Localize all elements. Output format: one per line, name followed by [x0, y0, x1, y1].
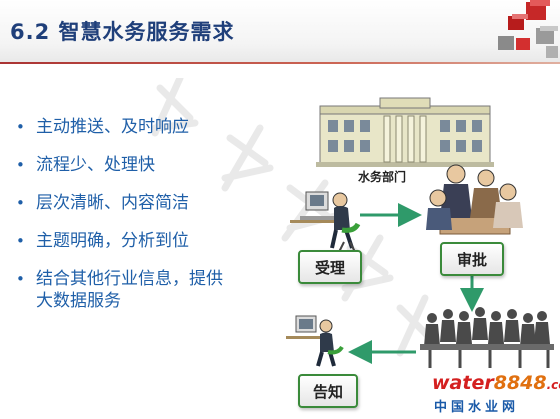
bullet-item: • 主动推送、及时响应: [14, 116, 223, 138]
page-title: 6.2 智慧水务服务需求: [10, 20, 235, 44]
bullet-text: 主题明确，分析到位: [36, 231, 189, 251]
bullet-dot-icon: •: [16, 270, 25, 288]
bullet-list: • 主动推送、及时响应 • 流程少、处理快 • 层次清晰、内容简洁 • 主题明确…: [14, 116, 223, 328]
bullet-item: • 主题明确，分析到位: [14, 230, 223, 252]
bullet-dot-icon: •: [16, 232, 25, 250]
title-bar: 6.2 智慧水务服务需求: [0, 0, 560, 62]
government-building-icon: [316, 97, 494, 167]
title-divider: [0, 62, 560, 64]
cubes-decoration-icon: [498, 0, 558, 58]
staff-crowd-icon: [420, 307, 554, 368]
department-label: 水务部门: [358, 170, 407, 184]
bullet-dot-icon: •: [16, 194, 25, 212]
water8848-logo: water8848.com 中国水业网: [432, 372, 560, 419]
bullet-text: 流程少、处理快: [36, 155, 155, 175]
notify-computer-icon: [286, 315, 344, 367]
bullet-text: 主动推送、及时响应: [36, 117, 189, 137]
notify-box: 告知: [298, 374, 358, 408]
bullet-dot-icon: •: [16, 156, 25, 174]
approve-box: 审批: [440, 242, 504, 276]
bullet-text: 层次清晰、内容简洁: [36, 193, 189, 213]
bullet-text: 结合其他行业信息，提供: [36, 269, 223, 289]
approval-group-icon: [426, 164, 523, 235]
accept-box: 受理: [298, 250, 362, 284]
logo-wordmark: water8848.com: [432, 372, 560, 394]
bullet-text-continued: 大数据服务: [36, 291, 121, 311]
bullet-item: • 流程少、处理快: [14, 154, 223, 176]
bullet-dot-icon: •: [16, 118, 25, 136]
workflow-diagram: 水务部门 受理 审批 告知: [280, 80, 560, 419]
operator-computer-icon: [290, 191, 361, 255]
logo-subtitle: 中国水业网: [434, 400, 520, 415]
bullet-item: • 结合其他行业信息，提供 大数据服务: [14, 268, 223, 312]
bullet-item: • 层次清晰、内容简洁: [14, 192, 223, 214]
workflow-graphics: [286, 97, 554, 368]
